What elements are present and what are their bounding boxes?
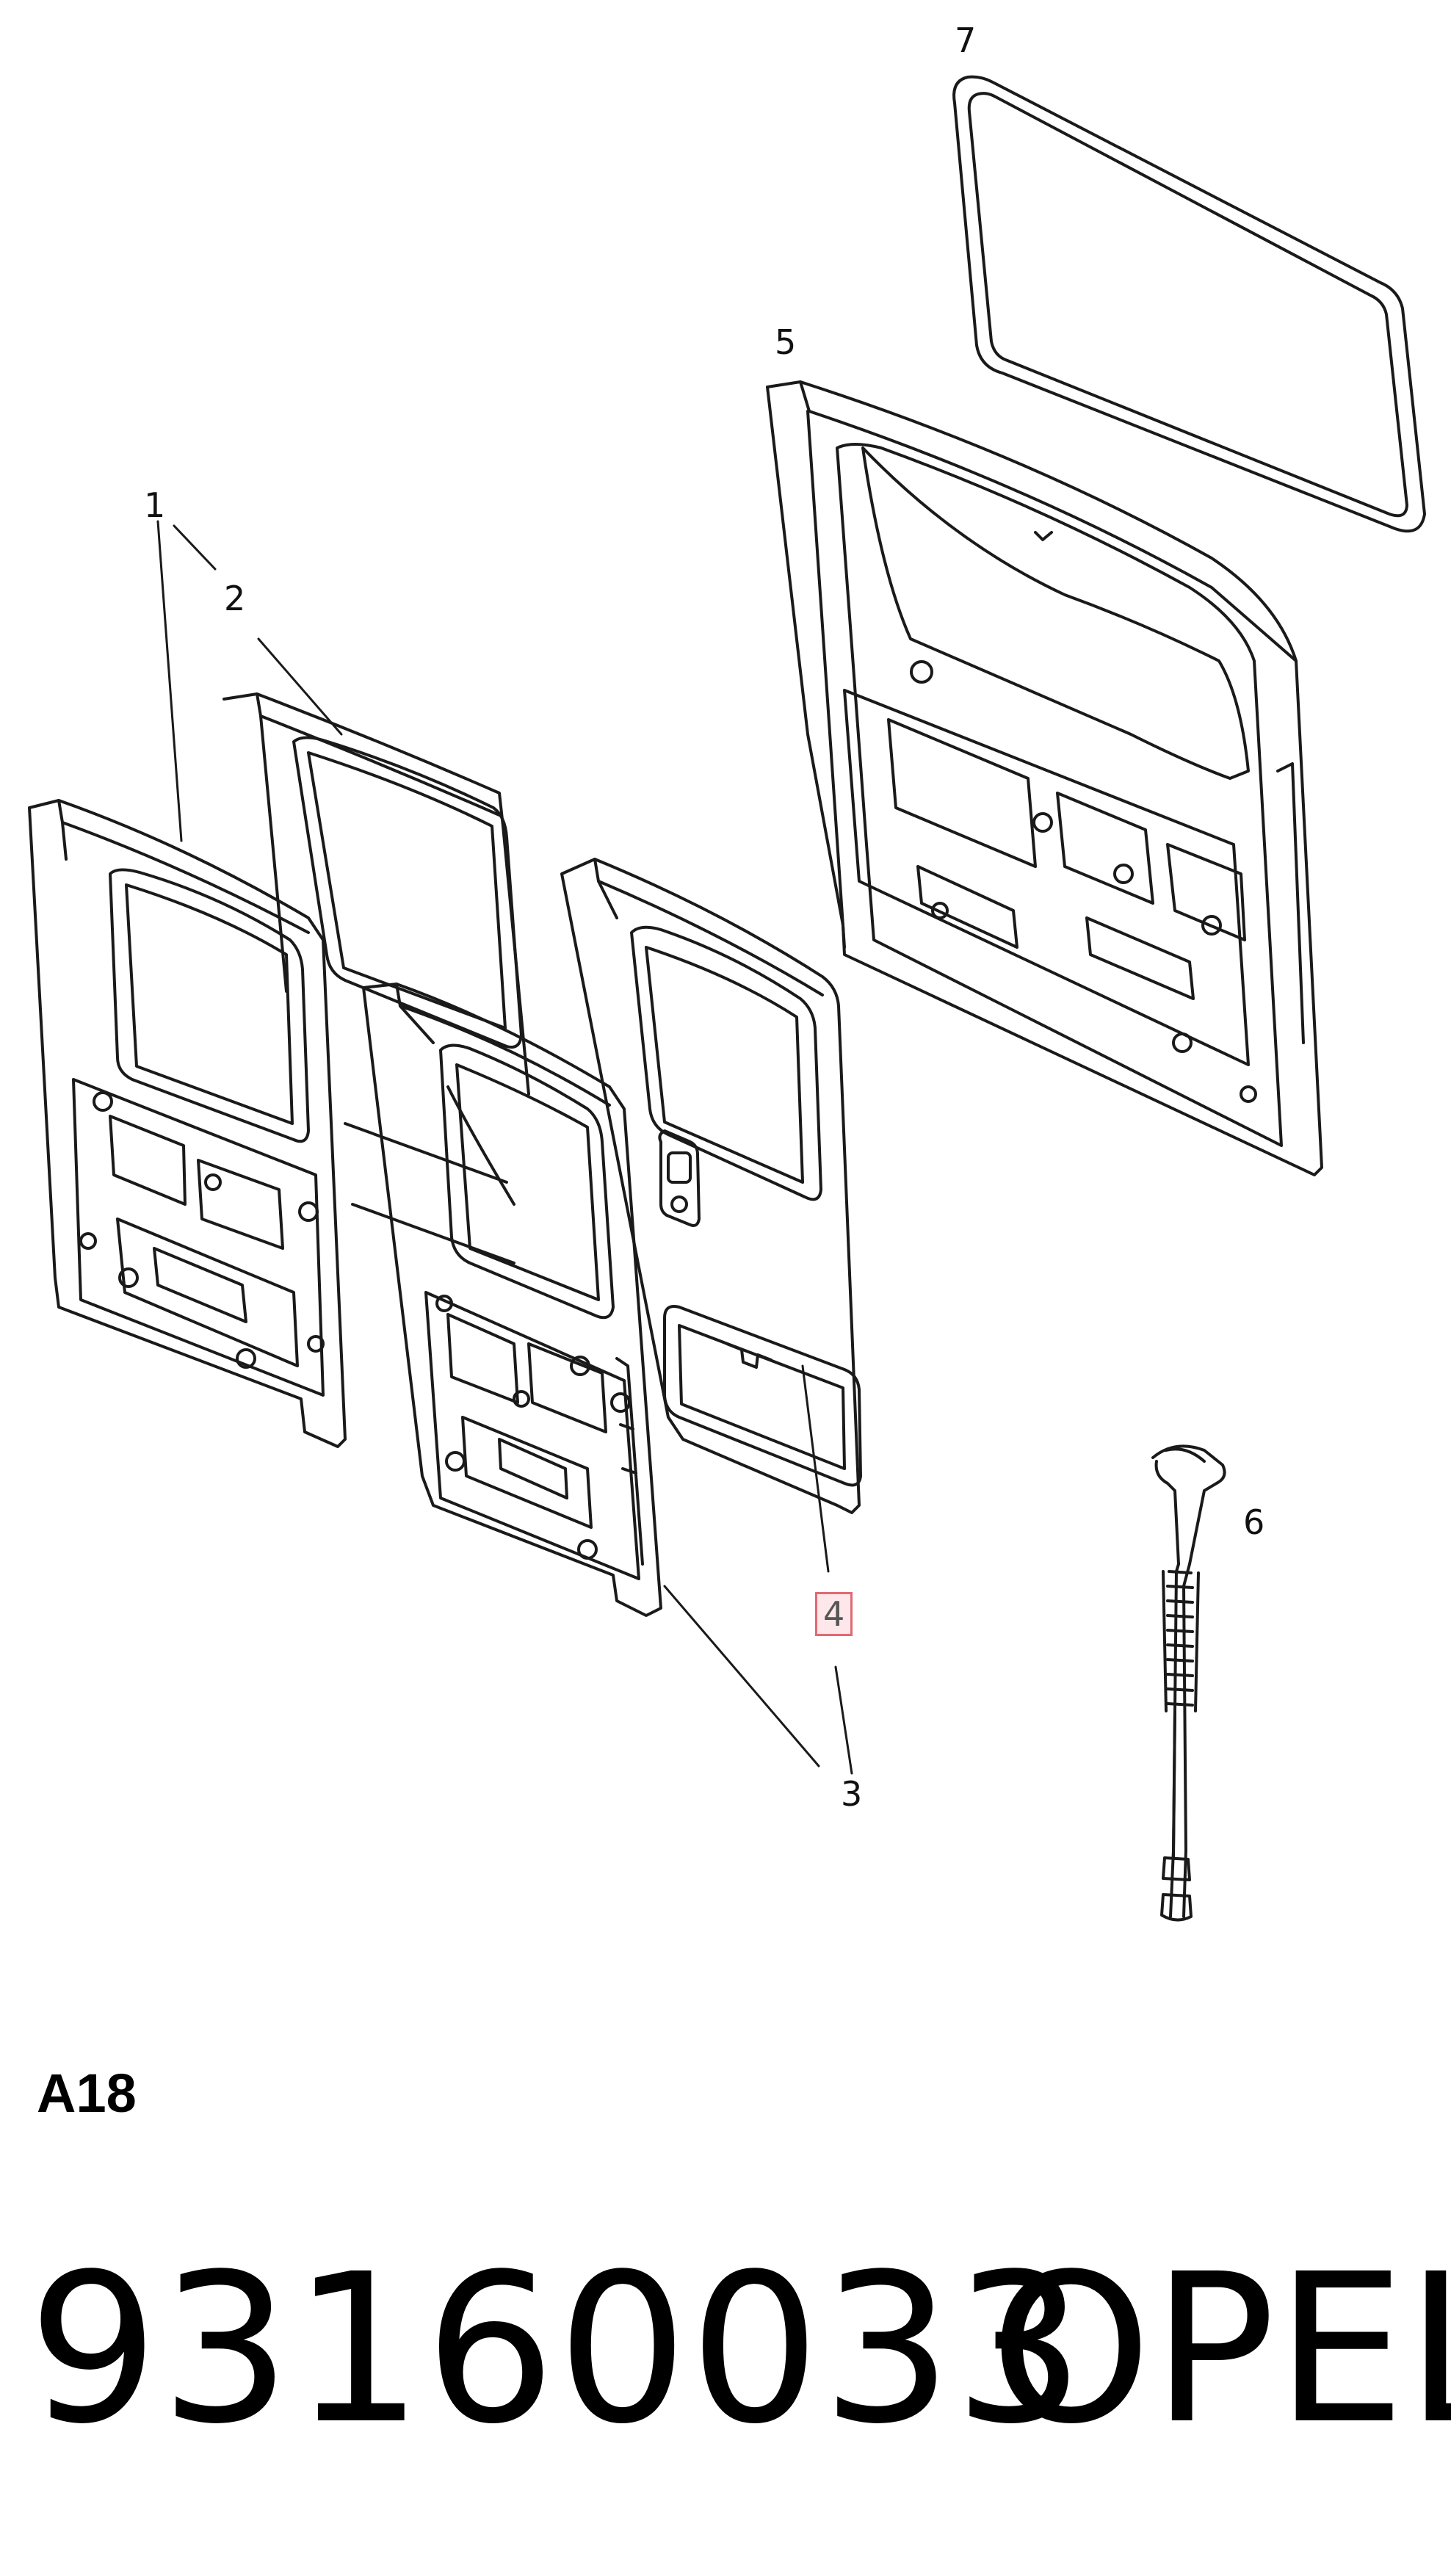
callout-6: 6 — [1243, 1502, 1265, 1542]
callout-1: 1 — [144, 485, 166, 525]
side-door-part-2 — [222, 692, 530, 1265]
brand-name: OPEL — [990, 2230, 1451, 2470]
side-door-part-1 — [28, 799, 347, 1448]
side-door-part-3 — [362, 983, 662, 1617]
callout-7: 7 — [955, 21, 977, 60]
exploded-parts-diagram — [28, 75, 1426, 1922]
door-strut-part-6 — [1151, 1444, 1226, 1922]
leader-lines — [156, 520, 853, 1775]
callout-5: 5 — [775, 322, 797, 362]
callout-3: 3 — [841, 1774, 863, 1814]
callout-2: 2 — [224, 579, 246, 618]
door-outer-panel-part-4 — [560, 858, 862, 1514]
tailgate-part-5 — [766, 380, 1323, 1176]
callout-4: 4 — [815, 1592, 853, 1636]
part-number: 93160033 — [28, 2230, 1087, 2470]
diagram-reference-code: A18 — [37, 2063, 137, 2124]
window-seal-part-7 — [952, 75, 1426, 533]
